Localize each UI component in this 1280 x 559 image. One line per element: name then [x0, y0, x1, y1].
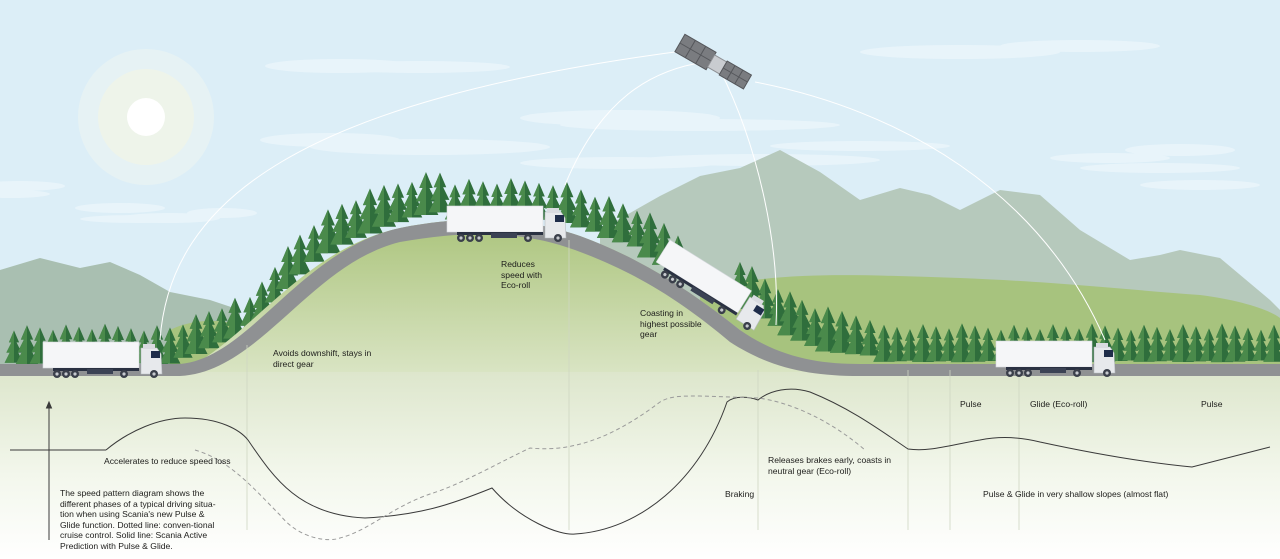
- diagram-background: [0, 372, 1280, 559]
- annotation-braking: Braking: [725, 489, 755, 499]
- annotation-releases-brakes: Releases brakes early, coasts in neutral…: [768, 455, 892, 476]
- phase-dividers: [246, 240, 1020, 530]
- speed-curve-solid: [105, 388, 1271, 535]
- annotation-accelerates: Accelerates to reduce speed loss: [104, 456, 231, 466]
- speed-axis: [10, 400, 106, 540]
- annotation-coasting: Coasting in highest possible gear: [640, 308, 702, 339]
- satellite-icon: [674, 33, 753, 90]
- speed-curve-dotted: [194, 395, 866, 541]
- diagram-caption: The speed pattern diagram shows the diff…: [60, 488, 216, 551]
- annotation-pulse-glide-flat: Pulse & Glide in very shallow slopes (al…: [983, 489, 1169, 499]
- annotation-pulse-1: Pulse: [960, 399, 982, 409]
- sun-icon: [78, 49, 214, 185]
- annotation-reduces-speed: Reduces speed with Eco-roll: [501, 259, 543, 290]
- annotation-pulse-2: Pulse: [1201, 399, 1223, 409]
- clouds: [0, 40, 1260, 223]
- annotation-avoids-downshift: Avoids downshift, stays in direct gear: [273, 348, 372, 369]
- satellite-signal-lines: [159, 49, 1106, 341]
- annotation-glide: Glide (Eco-roll): [1030, 399, 1088, 409]
